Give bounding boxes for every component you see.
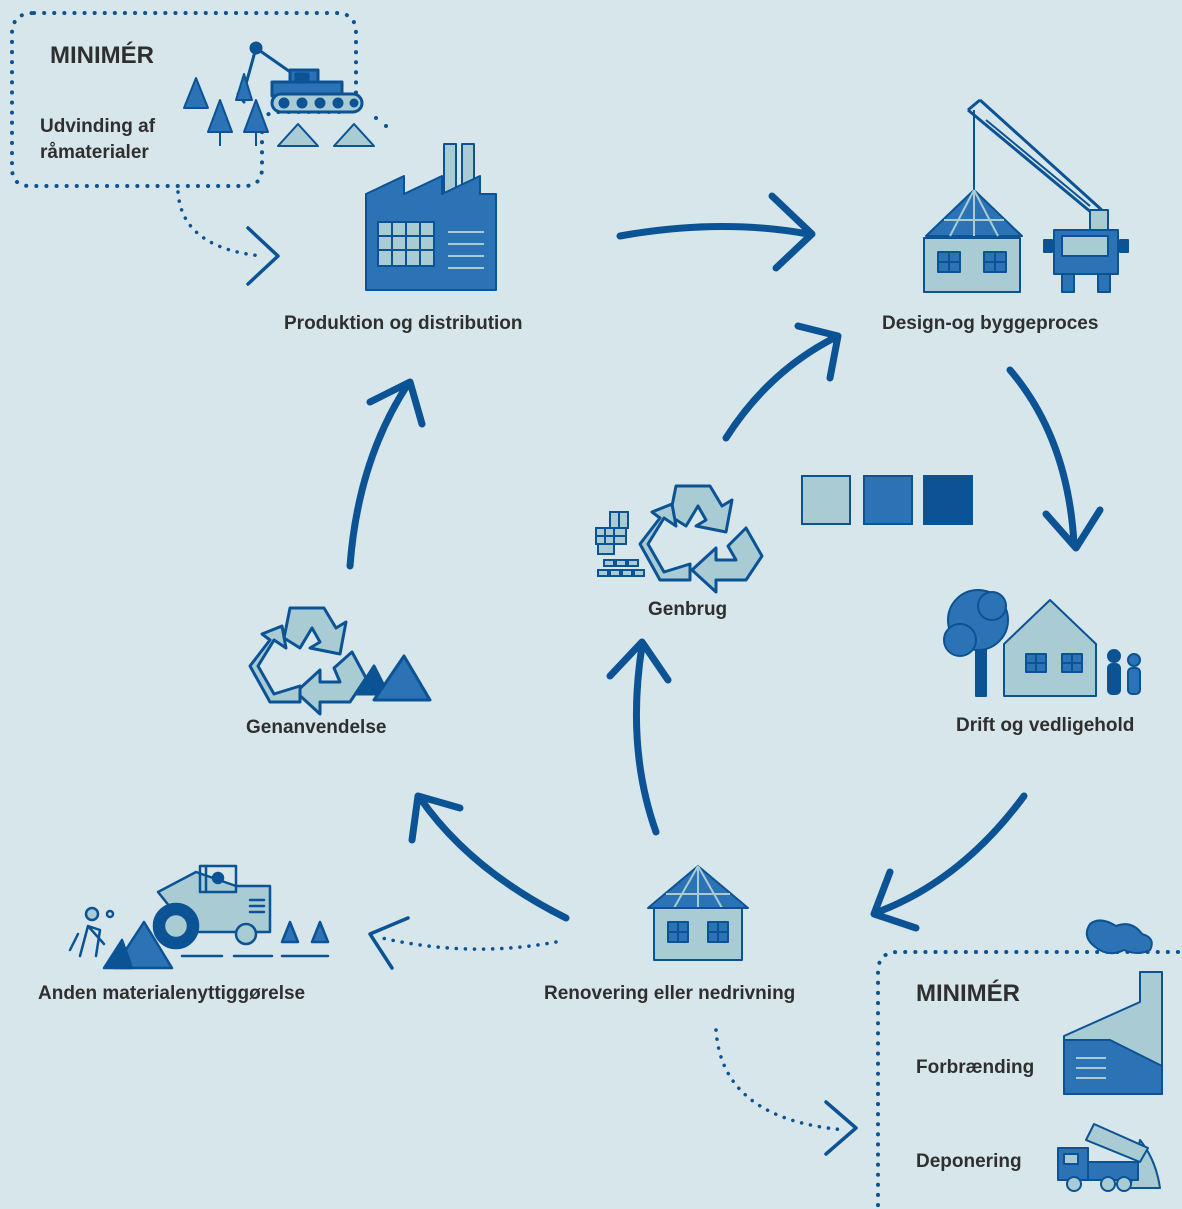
anden-label: Anden materialenyttiggørelse <box>38 983 306 1004</box>
dump-truck-icon <box>1057 1123 1161 1192</box>
arrow-design-to-operation <box>1006 366 1078 548</box>
drift-label: Drift og vedligehold <box>956 715 1135 736</box>
minimer-bottom-box <box>876 950 1180 1209</box>
dotted-arrow-extraction <box>176 190 280 286</box>
recycle-icon <box>638 484 764 594</box>
renovering-label: Renovering eller nedrivning <box>544 983 796 1004</box>
arrow-operation-to-renovation <box>874 792 1028 916</box>
arrow-genbrug-to-design <box>722 334 838 442</box>
arrow-renovation-to-genanvendelse <box>416 794 570 922</box>
minimer-top-box <box>10 11 358 188</box>
swatch-light <box>801 475 851 525</box>
house-tree-people-icon <box>943 589 1141 697</box>
crane-house-icon <box>923 98 1129 293</box>
factory-icon <box>365 143 497 291</box>
excavator-icon <box>236 41 364 114</box>
dotted-arrow-other-recovery <box>368 916 558 970</box>
minimer-top-title: MINIMÉR <box>50 42 154 69</box>
cycle-arrows <box>346 192 1104 932</box>
recycle-piles-icon <box>248 606 432 716</box>
forbraending-label: Forbrænding <box>916 1057 1035 1078</box>
trees-icon <box>183 73 388 147</box>
bricks-icon <box>595 511 645 577</box>
house-icon <box>647 865 749 961</box>
swatch-mid <box>863 475 913 525</box>
udvinding-label: Udvinding af råmaterialer <box>40 116 156 163</box>
steamroller-icon <box>68 864 330 970</box>
deponering-label: Deponering <box>916 1151 1022 1172</box>
produktion-label: Produktion og distribution <box>284 313 523 334</box>
swatch-dark <box>923 475 973 525</box>
minimer-bottom-title: MINIMÉR <box>916 980 1020 1007</box>
design-label: Design-og byggeproces <box>882 313 1099 334</box>
genanvendelse-label: Genanvendelse <box>246 717 387 738</box>
dotted-arrow-minimize <box>714 1028 858 1156</box>
arrow-genanvendelse-to-production <box>346 380 412 570</box>
incinerator-icon <box>1063 919 1163 1095</box>
arrow-renovation-to-genbrug <box>632 642 660 836</box>
genbrug-label: Genbrug <box>648 599 728 620</box>
legend-swatches <box>801 475 973 525</box>
arrow-production-to-design <box>616 223 812 240</box>
